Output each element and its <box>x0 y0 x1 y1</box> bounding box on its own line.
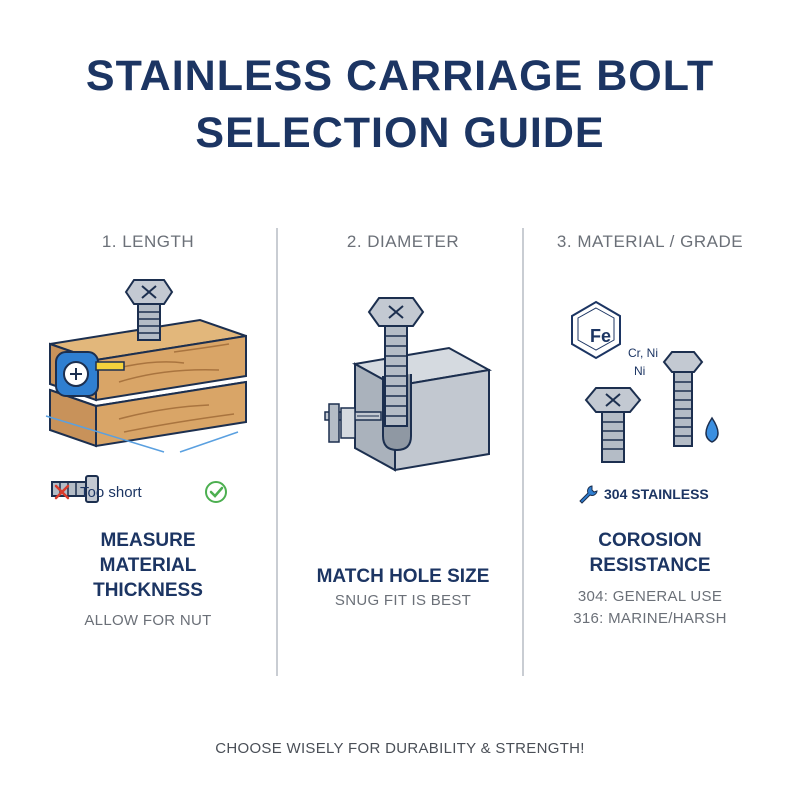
grade-label: 304 STAINLESS <box>604 486 709 502</box>
title-line-1: STAINLESS CARRIAGE BOLT <box>85 52 715 100</box>
material-heading: 3. MATERIAL / GRADE <box>556 232 744 251</box>
chem-fe-label: Fe <box>590 326 612 346</box>
length-column: 1. LENGTH <box>24 228 272 678</box>
hexagon-molecule-icon <box>571 300 621 360</box>
length-heading: 1. LENGTH <box>101 232 195 251</box>
page-title: STAINLESS CARRIAGE BOLT SELECTION GUIDE <box>0 48 800 162</box>
material-sub-line-2: 316: MARINE/HARSH <box>573 610 727 627</box>
material-sub-line-1: 304: GENERAL USE <box>577 588 723 605</box>
bolt-icon <box>367 297 425 427</box>
steel-block-icon <box>352 346 492 472</box>
chem-crni-label: Cr, Ni <box>628 346 658 360</box>
material-sub-text: 304: GENERAL USE 316: MARINE/HARSH <box>526 586 774 630</box>
material-column: 3. MATERIAL / GRADE Fe Cr, Ni Ni 304 STA… <box>526 228 774 678</box>
chem-ni-label: Ni <box>634 364 646 378</box>
diameter-column: 2. DIAMETER MATCH HOLE SIZE SNUG FIT IS … <box>279 228 527 678</box>
water-drop-icon <box>705 416 719 443</box>
length-main-line-2: MATERIAL <box>99 555 197 576</box>
material-main-line-2: RESISTANCE <box>589 555 711 576</box>
tape-measure-icon <box>55 351 125 397</box>
material-main-text: COROSION RESISTANCE <box>526 528 774 578</box>
check-icon <box>205 481 227 503</box>
column-divider-2 <box>522 228 524 676</box>
length-sub-text: ALLOW FOR NUT <box>84 612 212 629</box>
bolt-icon <box>662 351 704 447</box>
diameter-main-text: MATCH HOLE SIZE <box>316 566 490 587</box>
hole-fit-illustration <box>324 297 492 472</box>
length-main-text: MEASURE MATERIAL THICKNESS <box>24 528 272 603</box>
bolt-icon <box>584 387 642 463</box>
material-main-line-1: COROSION <box>598 530 702 551</box>
column-divider-1 <box>276 228 278 676</box>
footer-tagline: CHOOSE WISELY FOR DURABILITY & STRENGTH! <box>215 740 585 757</box>
caliper-icon <box>324 403 382 443</box>
material-illustration <box>571 300 719 463</box>
wrench-icon <box>579 485 598 504</box>
cross-icon <box>54 484 70 500</box>
wood-measure-illustration <box>45 279 247 503</box>
wood-stack-icon <box>49 318 247 448</box>
length-main-line-1: MEASURE <box>100 530 196 551</box>
title-line-2: SELECTION GUIDE <box>195 109 605 157</box>
bolt-icon <box>124 279 174 341</box>
too-short-label: Too short <box>80 484 142 501</box>
length-main-line-3: THICKNESS <box>93 580 203 601</box>
diameter-sub-text: SNUG FIT IS BEST <box>334 592 472 609</box>
diameter-heading: 2. DIAMETER <box>346 232 460 251</box>
